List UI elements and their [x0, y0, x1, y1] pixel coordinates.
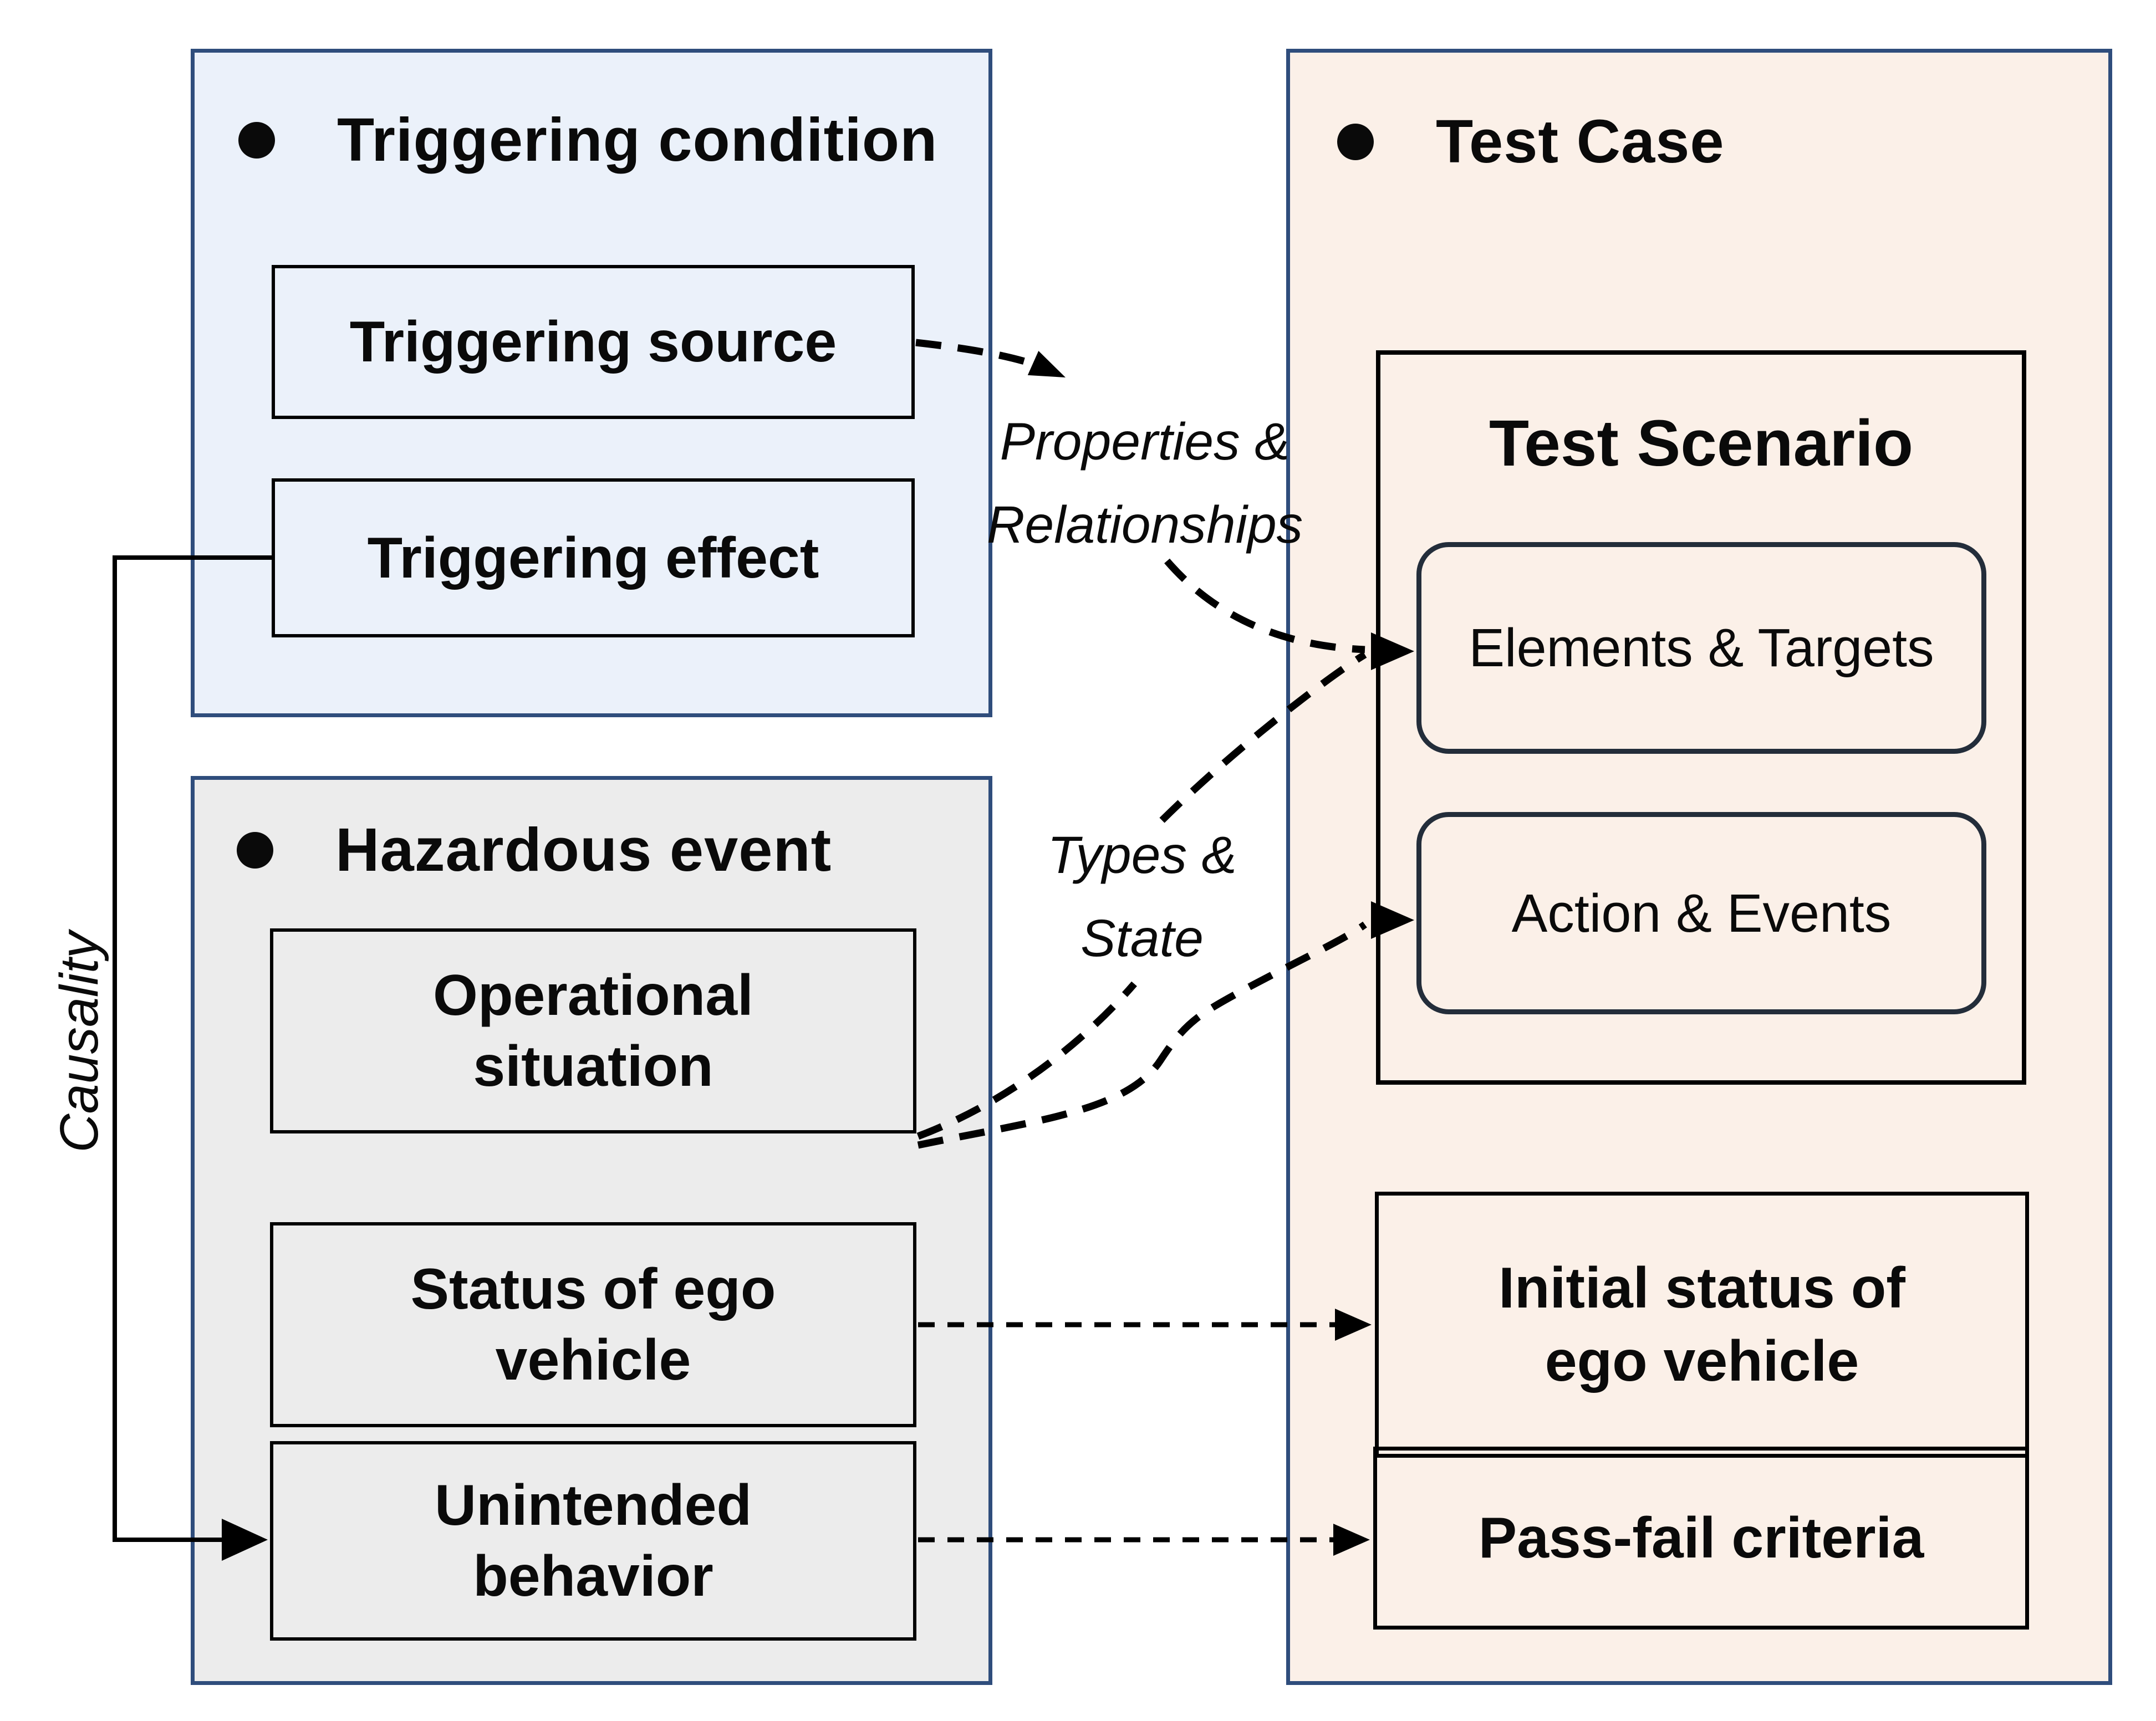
- box-label-line1: Status of ego: [410, 1257, 776, 1321]
- box-label-line1: Operational: [433, 963, 753, 1028]
- hazardous-event-panel: [191, 776, 992, 1685]
- bullet-icon: [1337, 123, 1374, 160]
- label-line1: Properties &: [1000, 412, 1290, 471]
- action-events-box: Action & Events: [1416, 812, 1986, 1014]
- test-scenario-title: Test Scenario: [1489, 407, 1914, 480]
- initial-status-box: Initial status of ego vehicle: [1375, 1192, 2029, 1458]
- hazardous-event-header: Hazardous event: [237, 815, 832, 885]
- properties-relationships-label: Properties & Relationships: [978, 400, 1311, 566]
- box-label-line2: behavior: [473, 1544, 713, 1608]
- box-label-line2: situation: [473, 1034, 713, 1099]
- box-label-line1: Initial status of: [1499, 1256, 1905, 1320]
- unintended-behavior-box: Unintended behavior: [270, 1441, 916, 1641]
- label-line1: Types &: [1047, 826, 1237, 885]
- box-label: Action & Events: [1511, 882, 1892, 943]
- triggering-effect-box: Triggering effect: [272, 478, 915, 637]
- causality-label: Causality: [49, 931, 109, 1153]
- triggering-condition-header: Triggering condition: [238, 105, 937, 175]
- panel-title: Triggering condition: [337, 106, 938, 174]
- bullet-icon: [238, 121, 275, 159]
- box-label-line2: ego vehicle: [1545, 1329, 1859, 1393]
- triggering-source-box: Triggering source: [272, 265, 915, 419]
- box-label: Pass-fail criteria: [1478, 1506, 1924, 1570]
- triggering-condition-panel: [191, 49, 992, 717]
- test-scenario-box: [1376, 350, 2026, 1085]
- pass-fail-criteria-box: Pass-fail criteria: [1373, 1447, 2029, 1630]
- bullet-icon: [237, 831, 273, 869]
- box-label-line1: Unintended: [435, 1473, 752, 1538]
- types-state-label: Types & State: [1003, 814, 1281, 980]
- panel-title: Hazardous event: [335, 816, 832, 884]
- status-of-ego-vehicle-box: Status of ego vehicle: [270, 1222, 916, 1427]
- operational-situation-box: Operational situation: [270, 928, 916, 1133]
- label-line2: Relationships: [986, 496, 1303, 554]
- box-label: Triggering effect: [367, 525, 819, 590]
- box-label: Triggering source: [349, 310, 837, 374]
- label-arrowhead-icon: [1027, 351, 1066, 377]
- test-case-panel: [1286, 49, 2112, 1685]
- box-label-line2: vehicle: [495, 1328, 691, 1392]
- elements-targets-box: Elements & Targets: [1416, 542, 1986, 754]
- test-case-header: Test Case: [1337, 106, 1725, 177]
- panel-title: Test Case: [1436, 108, 1725, 176]
- label-line2: State: [1080, 909, 1204, 968]
- box-label: Elements & Targets: [1469, 617, 1934, 678]
